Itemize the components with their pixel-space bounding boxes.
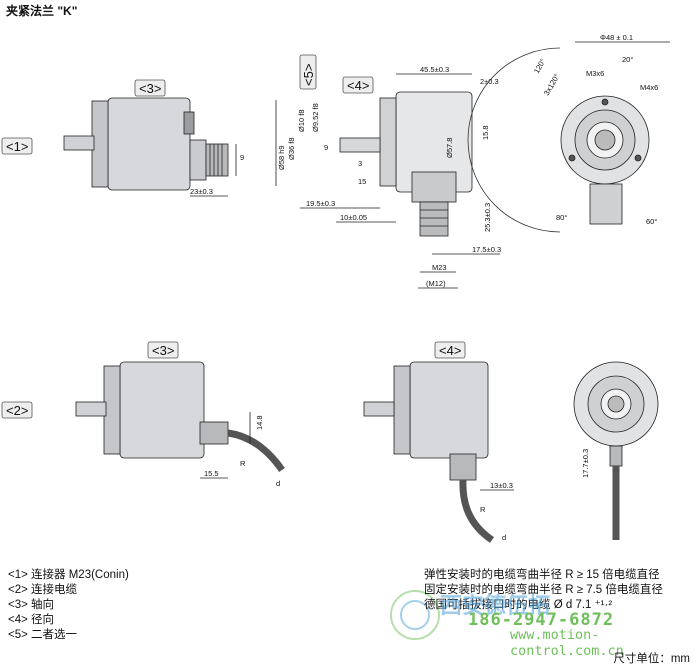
- svg-text:10±0.05: 10±0.05: [340, 213, 367, 222]
- svg-text:60°: 60°: [646, 217, 657, 226]
- tag-4-bottom: <4>: [439, 343, 461, 358]
- encoder-radial-cable: 13±0.3 R d: [363, 361, 514, 543]
- svg-text:45.5±0.3: 45.5±0.3: [420, 65, 449, 74]
- svg-text:17.5±0.3: 17.5±0.3: [472, 245, 501, 254]
- svg-text:R: R: [480, 505, 486, 514]
- svg-text:d: d: [276, 479, 280, 488]
- legend-item: <2> 连接电缆: [8, 584, 78, 596]
- note-item: 固定安装时的电缆弯曲半径 R ≥ 7.5 倍电缆直径: [424, 584, 663, 596]
- svg-text:M3x6: M3x6: [586, 69, 604, 78]
- svg-text:M4x6: M4x6: [640, 83, 658, 92]
- svg-text:Ø36 f8: Ø36 f8: [287, 137, 296, 160]
- note-item: 弹性安装时的电缆弯曲半径 R ≥ 15 倍电缆直径: [424, 569, 660, 581]
- svg-text:Ø9.52 f8: Ø9.52 f8: [311, 103, 320, 132]
- watermark-phone: 186-2947-6872: [468, 610, 615, 630]
- svg-text:19.5±0.3: 19.5±0.3: [306, 199, 335, 208]
- svg-text:80°: 80°: [556, 213, 567, 222]
- svg-text:15.8: 15.8: [481, 125, 490, 140]
- watermark-company: 西安德伍拓: [440, 593, 551, 618]
- encoder-front-view: Φ48 ± 0.1 20° 120° 3x120° M3x6 M4x6 80° …: [467, 33, 670, 233]
- legend-item: <1> 连接器 M23(Conin): [8, 569, 129, 581]
- svg-text:3x120°: 3x120°: [542, 72, 562, 97]
- notes: 弹性安装时的电缆弯曲半径 R ≥ 15 倍电缆直径 固定安装时的电缆弯曲半径 R…: [424, 568, 663, 613]
- tag-5: <5>: [301, 64, 316, 86]
- encoder-axial-connector: 23±0.3 9: [63, 97, 244, 197]
- svg-text:20°: 20°: [622, 55, 633, 64]
- encoder-axial-cable: 14.8 15.5 R d: [75, 361, 285, 488]
- svg-text:Ø57.8: Ø57.8: [445, 138, 454, 158]
- legend-item: <4> 径向: [8, 614, 55, 626]
- legend-list: <1> 连接器 M23(Conin) <2> 连接电缆 <3> 轴向 <4> 径…: [8, 568, 129, 643]
- svg-text:R: R: [240, 459, 246, 468]
- tag-3-top: <3>: [139, 81, 161, 96]
- svg-text:9: 9: [240, 153, 244, 162]
- svg-text:(M12): (M12): [426, 279, 446, 288]
- tag-1-box: [1, 137, 33, 155]
- legend-item: <5> 二者选一: [8, 629, 78, 641]
- page-title: 夹紧法兰 "K": [6, 4, 78, 18]
- watermark-url: www.motion-control.com.cn: [510, 627, 624, 659]
- note-item: 德国可插拔接口时的电缆 Ø d 7.1 ⁺¹·²: [424, 599, 613, 611]
- encoder-radial-section: Ø58 h9 Ø36 f8 Ø10 f8 Ø9.52 f8 9 3 15 19.…: [275, 65, 501, 289]
- svg-text:13±0.3: 13±0.3: [490, 481, 513, 490]
- encoder-front-view-cable: 17.7±0.3: [573, 361, 659, 540]
- svg-text:17.7±0.3: 17.7±0.3: [581, 449, 590, 478]
- svg-text:M23: M23: [432, 263, 447, 272]
- svg-text:15: 15: [358, 177, 366, 186]
- tag-4-top: <4>: [347, 78, 369, 93]
- svg-text:23±0.3: 23±0.3: [190, 187, 213, 196]
- svg-text:25.3±0.3: 25.3±0.3: [483, 203, 492, 232]
- tag-3-bottom: <3>: [152, 343, 174, 358]
- svg-text:Ø58 h9: Ø58 h9: [277, 145, 286, 170]
- tag-2: <2>: [6, 403, 28, 418]
- svg-text:9: 9: [324, 143, 328, 152]
- svg-text:d: d: [502, 533, 506, 542]
- svg-text:120°: 120°: [532, 57, 548, 75]
- svg-text:14.8: 14.8: [255, 415, 264, 430]
- svg-text:Φ48 ± 0.1: Φ48 ± 0.1: [600, 33, 633, 42]
- watermark-logo: [390, 590, 440, 640]
- svg-text:15.5: 15.5: [204, 469, 219, 478]
- svg-text:3: 3: [358, 159, 362, 168]
- tag-1: <1>: [6, 139, 28, 154]
- unit-label: 尺寸单位：mm: [613, 653, 690, 665]
- svg-text:Ø10 f8: Ø10 f8: [297, 109, 306, 132]
- legend-item: <3> 轴向: [8, 599, 55, 611]
